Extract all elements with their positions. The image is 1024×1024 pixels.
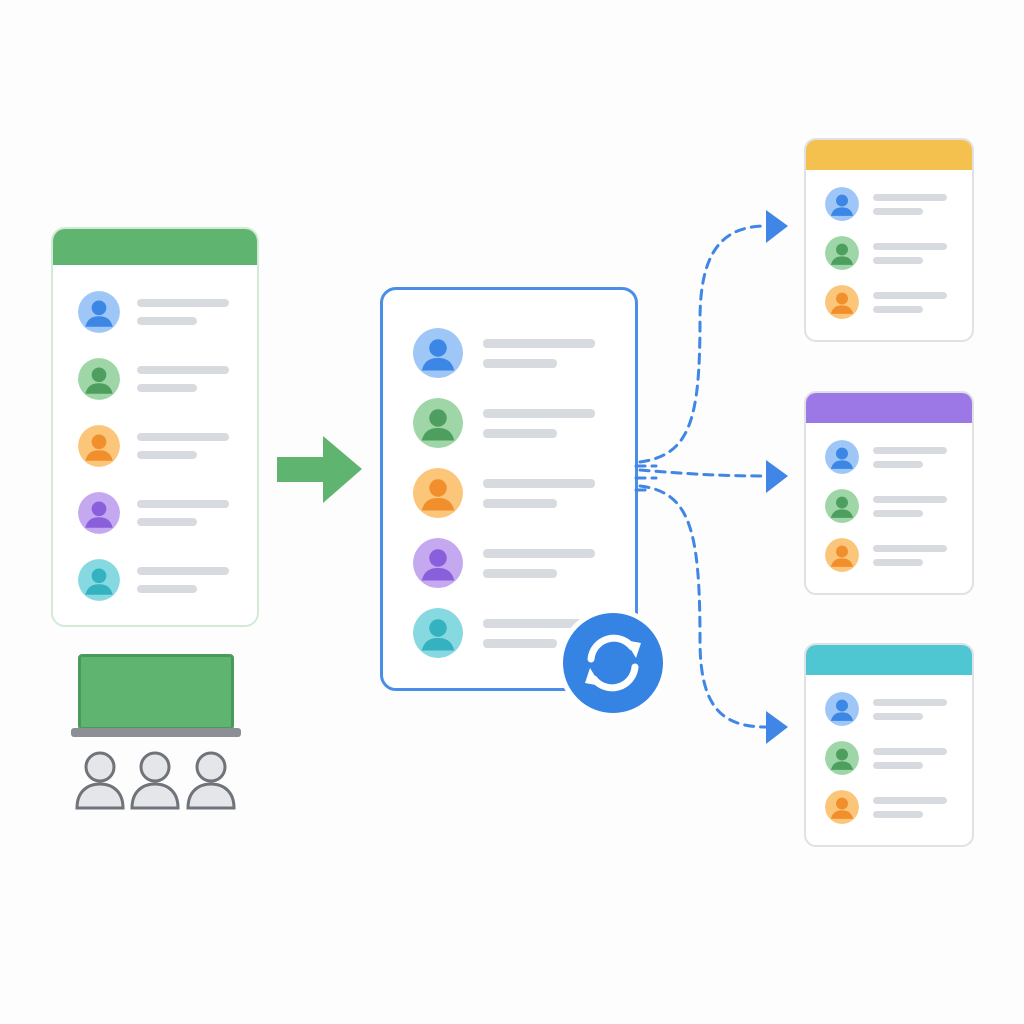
- avatar-green-person-icon: [825, 741, 859, 775]
- list-item: [383, 328, 635, 378]
- text-placeholder-line: [137, 433, 229, 441]
- text-placeholder-line: [483, 479, 595, 488]
- text-placeholder-line: [483, 359, 557, 368]
- avatar-green-person-icon: [825, 489, 859, 523]
- student-person-icon-1: [75, 751, 125, 810]
- text-placeholder-line: [873, 447, 947, 454]
- text-placeholder-line: [873, 496, 947, 503]
- text-placeholder-line: [137, 299, 229, 307]
- text-placeholder-line: [873, 699, 947, 706]
- text-placeholder-line: [483, 569, 557, 578]
- text-placeholder-line: [137, 500, 229, 508]
- student-person-icon-3: [186, 751, 236, 810]
- chalkboard-ledge: [71, 728, 241, 737]
- arrowhead-icon-top: [766, 210, 788, 243]
- list-item: [383, 608, 635, 658]
- target-list-header-teal: [806, 645, 972, 675]
- text-placeholder-line: [483, 549, 595, 558]
- avatar-purple-person-icon: [78, 492, 120, 534]
- avatar-green-person-icon: [413, 398, 463, 448]
- text-placeholder-line: [483, 429, 557, 438]
- avatar-teal-person-icon: [78, 559, 120, 601]
- list-item: [806, 489, 972, 523]
- text-placeholder-line: [873, 559, 923, 566]
- list-item: [806, 741, 972, 775]
- avatar-purple-person-icon: [413, 538, 463, 588]
- list-item: [806, 285, 972, 319]
- avatar-blue-person-icon: [413, 328, 463, 378]
- list-item: [53, 559, 257, 601]
- target-list-card-yellow: [804, 138, 974, 342]
- text-placeholder-line: [873, 194, 947, 201]
- source-list-card: [51, 227, 259, 627]
- avatar-blue-person-icon: [825, 187, 859, 221]
- text-placeholder-line: [137, 384, 197, 392]
- list-item: [806, 440, 972, 474]
- sync-icon: [558, 608, 668, 718]
- text-placeholder-line: [873, 811, 923, 818]
- target-list-header-yellow: [806, 140, 972, 170]
- target-list-card-purple: [804, 391, 974, 595]
- text-placeholder-line: [873, 257, 923, 264]
- list-item: [806, 790, 972, 824]
- list-item: [383, 538, 635, 588]
- list-item: [383, 398, 635, 448]
- text-placeholder-line: [483, 619, 595, 628]
- text-placeholder-line: [137, 317, 197, 325]
- student-person-icon-2: [130, 751, 180, 810]
- text-placeholder-line: [137, 366, 229, 374]
- chalkboard: [78, 654, 234, 730]
- arrowhead-icon-middle: [766, 460, 788, 493]
- avatar-orange-person-icon: [825, 285, 859, 319]
- avatar-blue-person-icon: [825, 440, 859, 474]
- text-placeholder-line: [873, 243, 947, 250]
- text-placeholder-line: [873, 461, 923, 468]
- text-placeholder-line: [483, 339, 595, 348]
- text-placeholder-line: [483, 499, 557, 508]
- text-placeholder-line: [137, 585, 197, 593]
- avatar-orange-person-icon: [825, 538, 859, 572]
- list-item: [383, 468, 635, 518]
- text-placeholder-line: [873, 762, 923, 769]
- arrowhead-icon-bottom: [766, 711, 788, 744]
- list-item: [53, 358, 257, 400]
- source-list-header: [53, 229, 257, 265]
- text-placeholder-line: [483, 639, 557, 648]
- list-item: [53, 425, 257, 467]
- list-item: [53, 492, 257, 534]
- avatar-green-person-icon: [78, 358, 120, 400]
- connector-to-middle-list: [638, 468, 768, 478]
- list-item: [806, 236, 972, 270]
- text-placeholder-line: [873, 748, 947, 755]
- text-placeholder-line: [137, 451, 197, 459]
- text-placeholder-line: [137, 518, 197, 526]
- text-placeholder-line: [873, 797, 947, 804]
- avatar-green-person-icon: [825, 236, 859, 270]
- text-placeholder-line: [873, 510, 923, 517]
- avatar-orange-person-icon: [413, 468, 463, 518]
- text-placeholder-line: [873, 292, 947, 299]
- text-placeholder-line: [873, 208, 923, 215]
- avatar-orange-person-icon: [78, 425, 120, 467]
- text-placeholder-line: [483, 409, 595, 418]
- target-list-card-teal: [804, 643, 974, 847]
- text-placeholder-line: [873, 545, 947, 552]
- text-placeholder-line: [873, 713, 923, 720]
- avatar-teal-person-icon: [413, 608, 463, 658]
- list-item: [806, 538, 972, 572]
- avatar-blue-person-icon: [78, 291, 120, 333]
- avatar-blue-person-icon: [825, 692, 859, 726]
- list-item: [53, 291, 257, 333]
- text-placeholder-line: [137, 567, 229, 575]
- text-placeholder-line: [873, 306, 923, 313]
- list-item: [806, 187, 972, 221]
- avatar-orange-person-icon: [825, 790, 859, 824]
- target-list-header-purple: [806, 393, 972, 423]
- list-item: [806, 692, 972, 726]
- master-list-card: [380, 287, 638, 691]
- connector-to-top-list: [638, 224, 768, 464]
